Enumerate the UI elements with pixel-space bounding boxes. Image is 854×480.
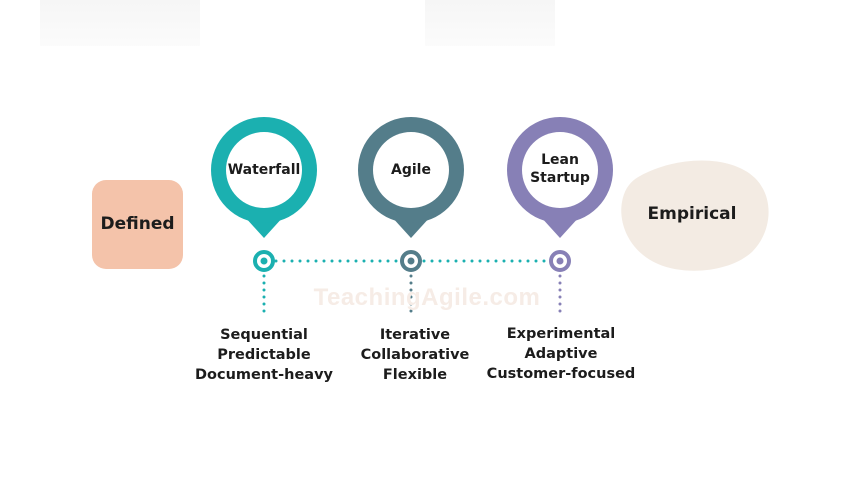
top-banner-fade-right	[425, 0, 555, 46]
traits-agile: Iterative Collaborative Flexible	[330, 325, 500, 385]
trait-item: Customer-focused	[486, 366, 636, 382]
timeline-node-ring	[400, 250, 422, 272]
traits-lean-startup: Experimental Adaptive Customer-focused	[476, 324, 646, 384]
timeline-node-ring	[253, 250, 275, 272]
empirical-blob	[621, 160, 769, 271]
pin-center	[522, 132, 598, 208]
traits-waterfall: Sequential Predictable Document-heavy	[179, 325, 349, 385]
timeline-node-dot	[260, 257, 268, 265]
watermark: TeachingAgile.com	[313, 284, 541, 311]
trait-item: Document-heavy	[195, 367, 333, 383]
top-banner-fade-left	[40, 0, 200, 46]
defined-label: Defined	[100, 214, 175, 234]
trait-item: Experimental	[506, 326, 616, 342]
pin-center	[373, 132, 449, 208]
method-label-lean-startup: Lean Startup	[530, 152, 590, 186]
method-label-waterfall: Waterfall	[227, 162, 301, 178]
pin-center	[226, 132, 302, 208]
trait-item: Collaborative	[360, 347, 470, 363]
trait-item: Flexible	[382, 367, 448, 383]
trait-item: Iterative	[379, 327, 451, 343]
location-pin-agile	[358, 117, 464, 316]
trait-item: Predictable	[217, 347, 311, 363]
defined-box	[92, 180, 183, 269]
location-pin-waterfall	[211, 117, 317, 316]
location-pin-lean-startup	[507, 117, 613, 316]
trait-item: Adaptive	[524, 346, 598, 362]
trait-item: Sequential	[220, 327, 308, 343]
timeline-node-dot	[407, 257, 415, 265]
empirical-label: Empirical	[647, 204, 737, 224]
timeline-node-ring	[549, 250, 571, 272]
method-label-agile: Agile	[391, 162, 431, 178]
timeline-node-dot	[556, 257, 564, 265]
